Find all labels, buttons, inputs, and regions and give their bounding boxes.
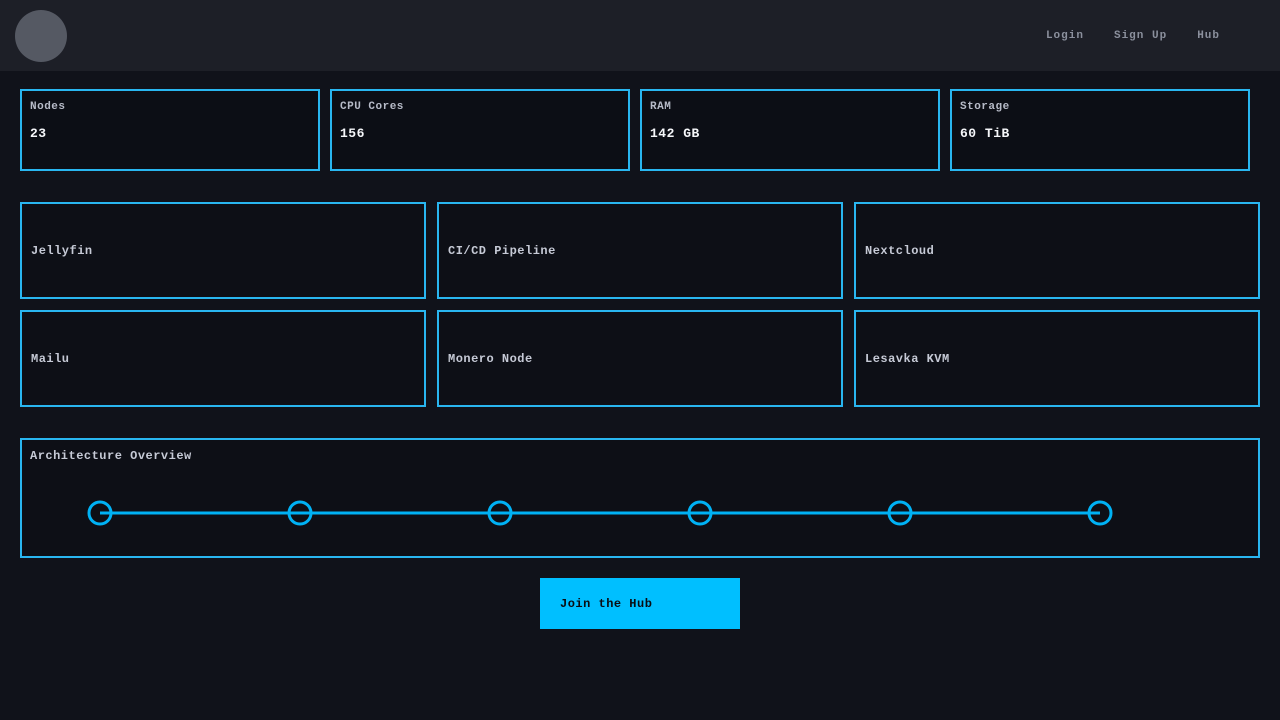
nav-link-signup[interactable]: Sign Up	[1113, 29, 1168, 42]
architecture-node	[687, 500, 713, 526]
stat-label: RAM	[650, 101, 672, 113]
stat-value: 156	[340, 126, 365, 141]
cta-container: Join the Hub	[20, 578, 1260, 629]
nav-link-login[interactable]: Login	[1045, 29, 1084, 42]
stats-row: Nodes 23 CPU Cores 156 RAM 142 GB Storag…	[20, 89, 1250, 171]
service-card-lesavka-kvm[interactable]: Lesavka KVM	[854, 310, 1260, 407]
architecture-node	[287, 500, 313, 526]
nav-link-hub[interactable]: Hub	[1197, 29, 1220, 42]
architecture-node	[1087, 500, 1113, 526]
stat-value: 142 GB	[650, 126, 700, 141]
service-name: Monero Node	[448, 351, 533, 366]
stat-label: Nodes	[30, 101, 66, 113]
service-card-monero-node[interactable]: Monero Node	[437, 310, 843, 407]
stat-card-nodes: Nodes 23	[20, 89, 320, 171]
stat-card-ram: RAM 142 GB	[640, 89, 940, 171]
stat-card-storage: Storage 60 TiB	[950, 89, 1250, 171]
stat-card-cpu-cores: CPU Cores 156	[330, 89, 630, 171]
service-card-mailu[interactable]: Mailu	[20, 310, 426, 407]
service-card-cicd-pipeline[interactable]: CI/CD Pipeline	[437, 202, 843, 299]
architecture-node	[887, 500, 913, 526]
nav-links: Login Sign Up Hub	[1046, 30, 1220, 42]
architecture-diagram	[87, 500, 1113, 526]
service-name: CI/CD Pipeline	[448, 243, 556, 258]
stat-value: 60 TiB	[960, 126, 1010, 141]
service-name: Lesavka KVM	[865, 351, 950, 366]
service-card-nextcloud[interactable]: Nextcloud	[854, 202, 1260, 299]
main-content: Nodes 23 CPU Cores 156 RAM 142 GB Storag…	[0, 71, 1280, 629]
architecture-panel: Architecture Overview	[20, 438, 1260, 558]
avatar[interactable]	[15, 9, 67, 62]
join-hub-button[interactable]: Join the Hub	[540, 578, 740, 629]
service-card-jellyfin[interactable]: Jellyfin	[20, 202, 426, 299]
service-name: Jellyfin	[31, 243, 93, 258]
stat-value: 23	[30, 126, 47, 141]
architecture-node	[487, 500, 513, 526]
navbar: Login Sign Up Hub	[0, 0, 1280, 71]
architecture-node	[87, 500, 113, 526]
stat-label: CPU Cores	[340, 101, 404, 113]
stat-label: Storage	[960, 101, 1010, 113]
services-grid: Jellyfin CI/CD Pipeline Nextcloud Mailu …	[20, 202, 1260, 407]
architecture-title: Architecture Overview	[30, 449, 192, 463]
service-name: Nextcloud	[865, 243, 935, 258]
service-name: Mailu	[31, 351, 70, 366]
